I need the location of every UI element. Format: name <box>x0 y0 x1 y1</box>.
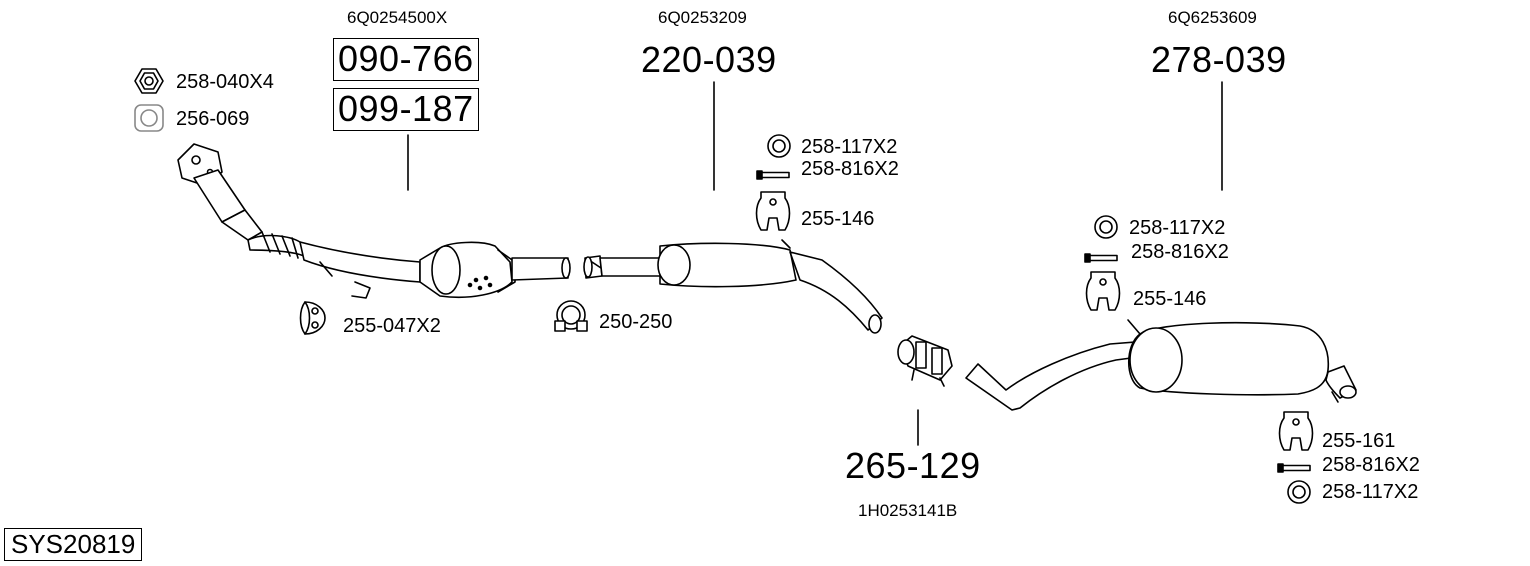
oem-number-middle-silencer: 6Q0253209 <box>658 8 747 27</box>
part-number-220-039[interactable]: 220-039 <box>641 39 777 80</box>
accessory-label[interactable]: 255-047X2 <box>343 315 441 337</box>
rubber-hanger-icon <box>1085 271 1121 311</box>
rear-silencer <box>965 319 1357 411</box>
accessory-label[interactable]: 258-816X2 <box>801 158 899 180</box>
accessory-label[interactable]: 250-250 <box>599 311 673 333</box>
part-number-099-187[interactable]: 099-187 <box>333 88 479 131</box>
bolt-icon <box>756 170 790 180</box>
oem-number-connector: 1H0253141B <box>858 501 958 520</box>
accessory-label[interactable]: 256-069 <box>176 108 250 130</box>
accessory-label[interactable]: 258-040X4 <box>176 71 274 93</box>
catalytic-converter <box>419 241 571 299</box>
diagram-code: SYS20819 <box>4 528 143 561</box>
accessory-label[interactable]: 258-816X2 <box>1322 454 1420 476</box>
rubber-hanger-icon <box>755 191 791 231</box>
ring-icon <box>767 134 791 158</box>
accessory-label[interactable]: 255-146 <box>801 208 875 230</box>
bolt-icon <box>1277 463 1311 473</box>
oem-number-catalyst: 6Q0254500X <box>347 8 448 27</box>
ring-icon <box>1094 215 1118 239</box>
part-number-090-766[interactable]: 090-766 <box>333 38 479 81</box>
nut-icon <box>134 68 164 94</box>
gasket-icon <box>134 104 164 132</box>
oem-number-rear-silencer: 6Q6253609 <box>1168 8 1257 27</box>
rubber-hanger-icon <box>1278 411 1314 451</box>
rubber-hanger-icon <box>299 301 326 335</box>
part-number-278-039[interactable]: 278-039 <box>1151 39 1287 80</box>
accessory-label[interactable]: 255-146 <box>1133 288 1207 310</box>
accessory-label[interactable]: 258-117X2 <box>1129 217 1226 239</box>
middle-silencer <box>583 239 883 334</box>
ring-icon <box>1287 480 1311 504</box>
part-number-265-129[interactable]: 265-129 <box>845 445 981 486</box>
accessory-label[interactable]: 258-816X2 <box>1131 241 1229 263</box>
pipe-connector <box>897 335 953 387</box>
accessory-label[interactable]: 258-117X2 <box>1322 481 1419 503</box>
clamp-icon <box>554 300 588 332</box>
bolt-icon <box>1084 253 1118 263</box>
accessory-label[interactable]: 255-161 <box>1322 430 1396 452</box>
accessory-label[interactable]: 258-117X2 <box>801 136 898 158</box>
front-pipe <box>177 143 421 299</box>
